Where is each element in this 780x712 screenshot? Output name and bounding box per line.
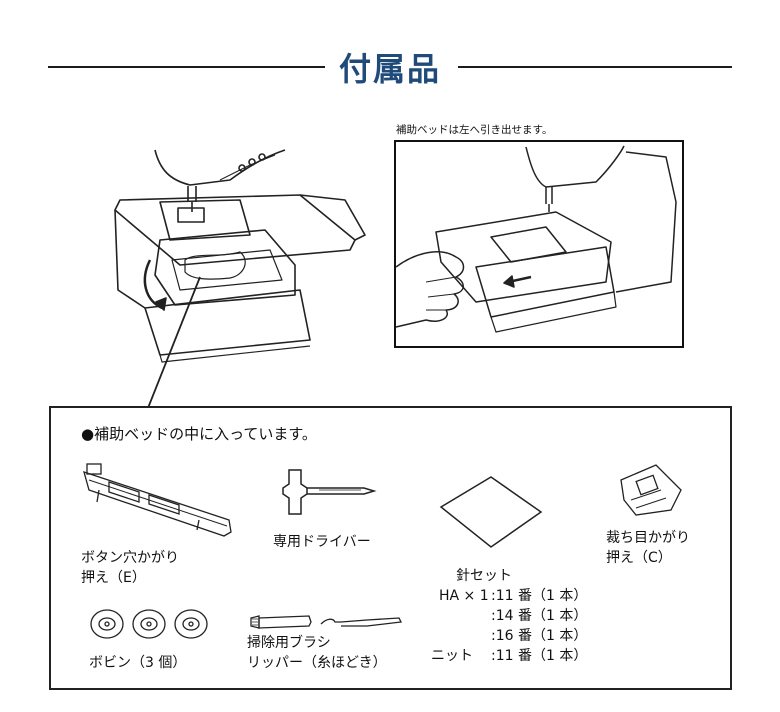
panel-heading: ●補助ベッドの中に入っています。 — [81, 425, 317, 443]
needle-set-title: 針セット — [456, 568, 512, 584]
needle-line-4-spec: :11 番（1 本） — [491, 648, 588, 664]
accessories-panel: ●補助ベッドの中に入っています。 ボタン穴かがり 押え（E） 専用ドライバー 針… — [49, 406, 732, 690]
extension-bed-photo — [394, 140, 684, 348]
ripper-label: リッパー（糸ほどき） — [247, 655, 387, 671]
buttonhole-foot-label-1: ボタン穴かがり — [81, 550, 179, 566]
brush-label: 掃除用ブラシ — [247, 635, 331, 651]
overcast-foot-label-1: 裁ち目かがり — [606, 530, 690, 546]
needle-packet-icon — [439, 476, 543, 548]
needle-line-1-spec: :11 番（1 本） — [491, 588, 588, 604]
needle-line-2-spec: :14 番（1 本） — [491, 608, 588, 624]
needle-line-1-label: HA × 1 — [439, 588, 489, 604]
title-rule-right — [458, 66, 732, 68]
buttonhole-foot-label-2: 押え（E） — [81, 570, 146, 586]
overcast-foot-label-2: 押え（C） — [606, 550, 672, 566]
buttonhole-foot-icon — [83, 463, 232, 537]
brush-and-ripper-icon — [250, 615, 402, 629]
photo-caption: 補助ベッドは左へ引き出せます。 — [396, 124, 553, 136]
needle-line-4-label: ニット — [431, 648, 473, 664]
needle-line-3-spec: :16 番（1 本） — [491, 628, 588, 644]
bobbins-icon — [90, 609, 208, 639]
title-rule-left — [48, 66, 325, 68]
pull-out-bed-illustration — [395, 145, 677, 333]
screwdriver-label: 専用ドライバー — [273, 534, 371, 550]
overcast-foot-icon — [620, 464, 682, 516]
screwdriver-icon — [282, 469, 377, 515]
machine-illustration-open-bed — [114, 149, 366, 409]
section-title: 付属品 — [338, 50, 441, 88]
bobbins-label: ボビン（3 個） — [89, 655, 187, 671]
